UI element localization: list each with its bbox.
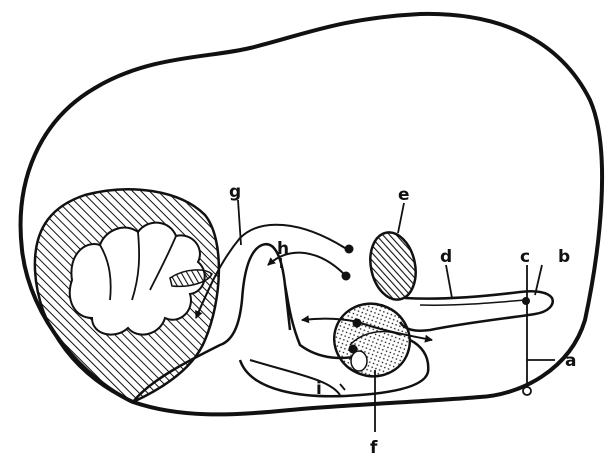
label-h: h bbox=[277, 239, 289, 259]
node-h-upper bbox=[345, 245, 354, 254]
label-d: d bbox=[440, 247, 452, 267]
label-c: c bbox=[520, 247, 530, 267]
olfactory-tract bbox=[400, 291, 553, 330]
label-b: b bbox=[558, 247, 570, 267]
label-a: a bbox=[565, 351, 576, 371]
node-a-end bbox=[523, 387, 531, 395]
node-h-lower bbox=[342, 272, 351, 281]
arrow-g-to-cerebellum bbox=[196, 225, 345, 318]
label-e: e bbox=[398, 185, 410, 205]
node-c bbox=[522, 297, 530, 305]
structure-e bbox=[364, 228, 421, 304]
cerebellum bbox=[35, 189, 219, 402]
label-i: i bbox=[316, 379, 322, 399]
label-f: f bbox=[370, 438, 378, 458]
label-g: g bbox=[229, 182, 241, 202]
